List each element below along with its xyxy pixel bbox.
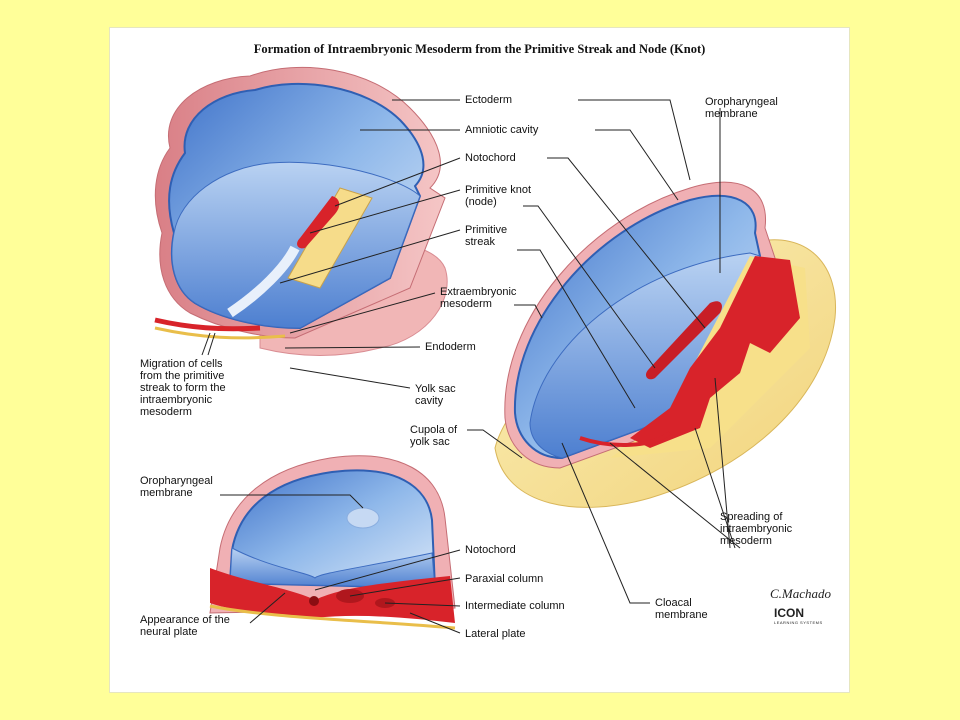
- label-extraembryonic-mesoderm: Extraembryonic mesoderm: [440, 286, 517, 310]
- publisher-logo-text: ICON: [774, 606, 804, 620]
- notochord-red: [297, 196, 340, 249]
- label-spreading: Spreading of intraembryonic mesoderm: [720, 511, 793, 547]
- leader-lines: [201, 99, 741, 634]
- notochord-bottom-dot: [309, 596, 319, 606]
- neural-plate: [229, 547, 436, 589]
- illustration-plate: Formation of Intraembryonic Mesoderm fro…: [110, 28, 849, 692]
- label-primitive-streak: Primitive streak: [465, 224, 508, 248]
- primitive-streak-groove: [227, 245, 300, 318]
- embryonic-disc-right: [529, 252, 761, 459]
- label-ectoderm: Ectoderm: [465, 94, 513, 106]
- artist-signature: C.Machado: [770, 586, 832, 601]
- yolk-edge: [154, 326, 286, 340]
- embryo-top-left: [154, 66, 448, 356]
- embryo-illustration: [154, 66, 837, 634]
- label-notochord-bottom: Notochord: [465, 544, 516, 556]
- mesoderm-edge-right: [579, 431, 672, 447]
- label-primitive-knot: Primitive knot (node): [465, 184, 532, 208]
- label-neural-plate: Appearance of the neural plate: [140, 614, 230, 638]
- spreading-mesoderm-red: [630, 256, 800, 448]
- oropharyngeal-membrane-bottom: [346, 507, 380, 529]
- streak-cutout: [287, 187, 373, 289]
- amniotic-cavity-bottom: [228, 469, 437, 590]
- embryo-bottom: [209, 455, 456, 630]
- mesoderm-edge: [154, 317, 261, 332]
- label-paraxial-column: Paraxial column: [465, 573, 544, 585]
- label-cloacal: Cloacal membrane: [655, 597, 708, 621]
- yolk-edge-bottom: [209, 604, 456, 630]
- mesoderm-layer-bottom: [210, 568, 455, 623]
- label-yolk-sac-cavity: Yolk sac cavity: [415, 383, 456, 407]
- embryo-right: [494, 181, 837, 508]
- label-migration: Migration of cells from the primitive st…: [140, 358, 226, 418]
- label-oropharyngeal-bottom: Oropharyngeal membrane: [140, 475, 213, 499]
- label-amniotic-cavity: Amniotic cavity: [465, 124, 539, 136]
- label-oropharyngeal-right: Oropharyngeal membrane: [705, 96, 778, 120]
- notochord-right-red: [645, 301, 722, 380]
- publisher-logo: ICON LEARNING SYSTEMS: [774, 606, 823, 625]
- label-endoderm: Endoderm: [425, 341, 476, 353]
- label-notochord-top: Notochord: [465, 152, 516, 164]
- label-cupola: Cupola of yolk sac: [410, 424, 458, 448]
- publisher-logo-subtext: LEARNING SYSTEMS: [774, 620, 823, 625]
- plate-title: Formation of Intraembryonic Mesoderm fro…: [253, 42, 706, 56]
- label-lateral-plate: Lateral plate: [465, 628, 526, 640]
- label-intermediate-column: Intermediate column: [465, 600, 565, 612]
